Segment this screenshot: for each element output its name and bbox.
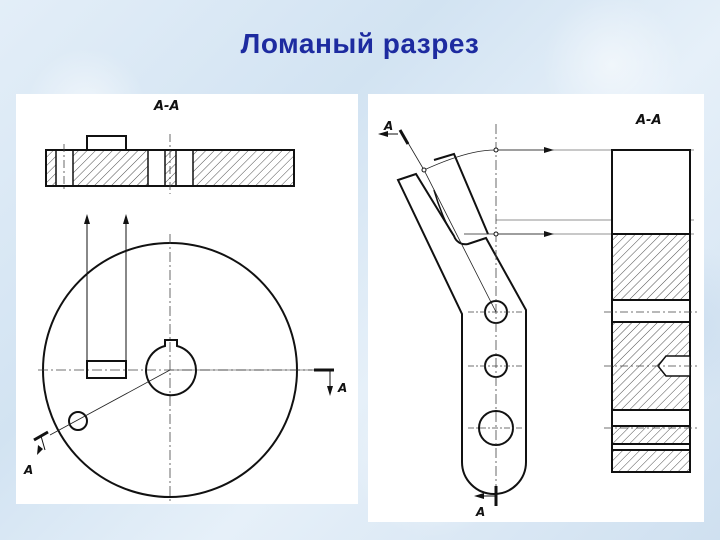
right-section-hatch-1 [611, 233, 691, 301]
left-hole-3 [176, 151, 193, 185]
right-cut-label-top: A [383, 119, 393, 133]
right-drawing-panel: A-A [368, 94, 704, 522]
left-hole-1 [56, 151, 73, 185]
right-section-hatch-3 [611, 425, 691, 445]
right-drawing: A-A [378, 113, 698, 519]
right-lever-view [396, 124, 694, 504]
left-cut-label-top: A [337, 381, 347, 395]
right-section-label: A-A [635, 113, 662, 128]
right-section-view [604, 149, 698, 473]
left-cut-marks: A A [23, 368, 347, 477]
right-cut-marks: A A [378, 119, 498, 519]
right-section-outline [611, 149, 691, 473]
left-disk-view [38, 234, 316, 504]
left-small-hole [68, 411, 88, 431]
left-cut-label-bottom: A [23, 463, 33, 477]
right-lever-outline [396, 172, 527, 495]
right-fork-prong [433, 152, 489, 235]
left-projection-arrows [84, 214, 129, 362]
left-section-label: A-A [153, 99, 180, 114]
left-key-slot [86, 360, 127, 379]
left-drawing-panel: A-A [16, 94, 358, 504]
left-drawing: A-A [23, 99, 347, 504]
left-cut-line [49, 369, 171, 436]
left-section-view [45, 134, 295, 194]
left-hub-keyway [145, 339, 197, 397]
left-key-boss [86, 135, 127, 151]
right-section-hatch-4 [611, 449, 691, 473]
right-cut-label-bottom: A [475, 505, 485, 519]
left-hole-2 [148, 151, 165, 185]
page-title: Ломаный разрез [240, 28, 480, 59]
right-cut-line [403, 135, 497, 313]
